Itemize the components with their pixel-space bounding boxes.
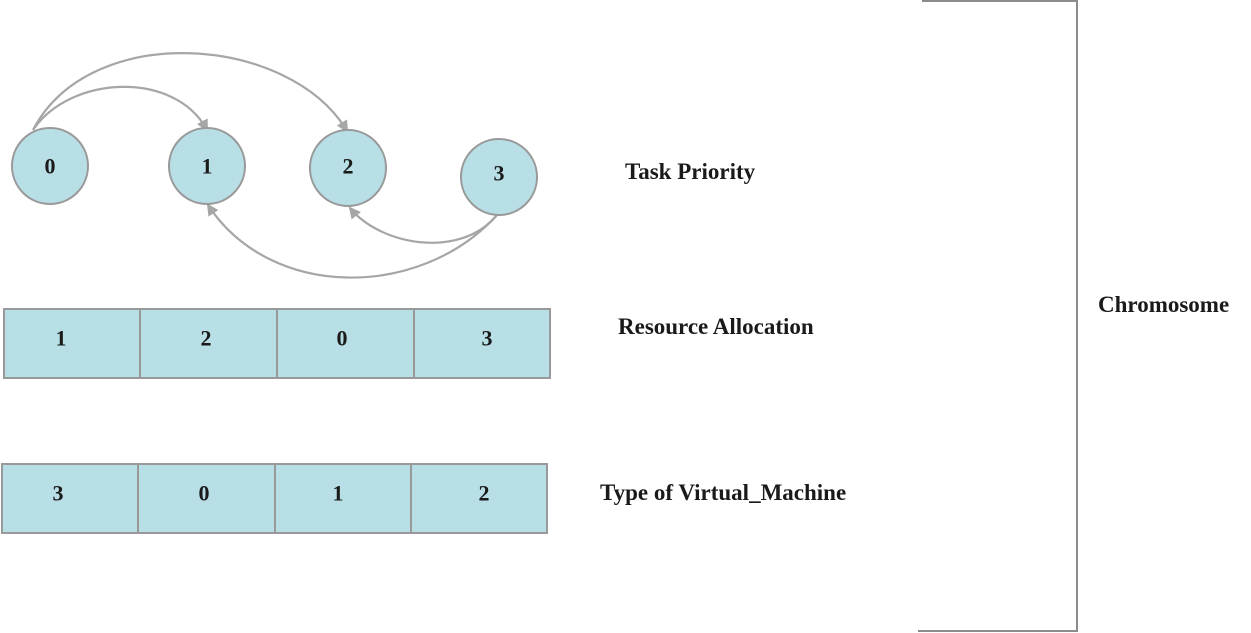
vm-type-label: Type of Virtual_Machine bbox=[600, 480, 846, 505]
resource-cell-label: 2 bbox=[201, 326, 212, 351]
task-node: 1 bbox=[168, 127, 246, 205]
chromosome-bracket bbox=[918, 0, 1078, 632]
task-priority-nodes: 0 1 2 3 bbox=[11, 127, 538, 216]
resource-cell: 2 bbox=[139, 308, 278, 379]
resource-cell: 0 bbox=[276, 308, 415, 379]
vm-type-cell-label: 2 bbox=[479, 481, 490, 506]
resource-allocation-row: 1 2 0 3 bbox=[3, 308, 551, 379]
vm-type-cell-label: 0 bbox=[199, 481, 210, 506]
task-node-label: 1 bbox=[202, 154, 213, 179]
chromosome-label: Chromosome bbox=[1098, 292, 1229, 317]
resource-cell-label: 3 bbox=[482, 326, 493, 351]
task-node: 0 bbox=[11, 127, 89, 205]
vm-type-cell: 1 bbox=[274, 463, 412, 534]
task-node-label: 2 bbox=[343, 154, 354, 179]
vm-type-cell: 0 bbox=[137, 463, 276, 534]
vm-type-cell-label: 1 bbox=[333, 481, 344, 506]
edge-0-to-2 bbox=[32, 52, 349, 133]
task-node-label: 0 bbox=[45, 154, 56, 179]
task-node: 3 bbox=[460, 138, 538, 216]
resource-cell-label: 1 bbox=[56, 326, 67, 351]
vm-type-cell: 2 bbox=[410, 463, 548, 534]
edge-0-to-1 bbox=[32, 85, 208, 132]
edge-3-to-1 bbox=[206, 203, 498, 279]
task-node-label: 3 bbox=[494, 161, 505, 186]
task-node: 2 bbox=[309, 129, 387, 207]
vm-type-cell-label: 3 bbox=[53, 481, 64, 506]
resource-allocation-label: Resource Allocation bbox=[618, 314, 814, 339]
vm-type-row: 3 0 1 2 bbox=[1, 463, 548, 534]
task-priority-edges bbox=[32, 52, 498, 279]
resource-cell: 3 bbox=[413, 308, 551, 379]
resource-cell-label: 0 bbox=[337, 326, 348, 351]
resource-cell: 1 bbox=[3, 308, 141, 379]
task-priority-label: Task Priority bbox=[625, 159, 756, 184]
edge-3-to-2 bbox=[348, 206, 498, 244]
vm-type-cell: 3 bbox=[1, 463, 139, 534]
